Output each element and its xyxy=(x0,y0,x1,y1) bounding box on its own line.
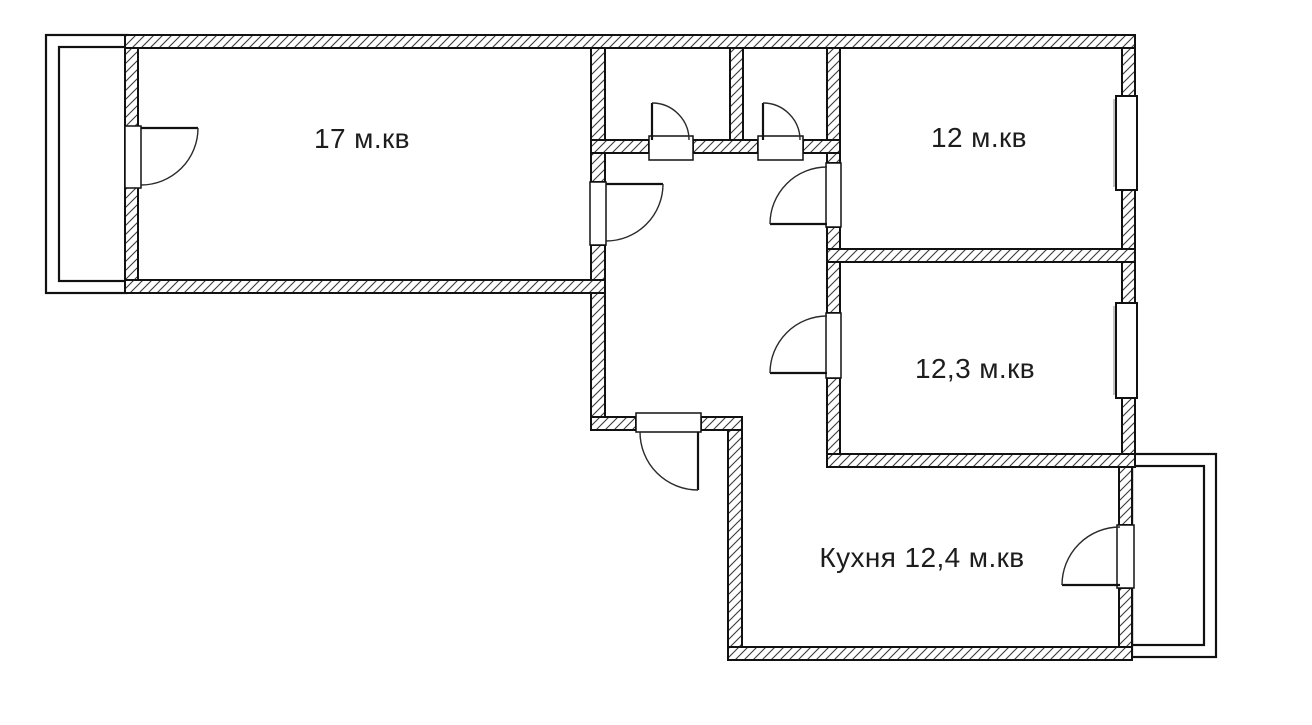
wall-hall-left-upper xyxy=(590,47,606,183)
door-room17-hall xyxy=(589,181,664,246)
door-frame xyxy=(124,125,142,189)
door-swing-arc xyxy=(769,315,828,374)
door-swing-arc xyxy=(1061,526,1121,586)
door-frame xyxy=(648,135,694,161)
door-wc-left xyxy=(648,102,694,161)
door-room17-balcony xyxy=(124,125,199,189)
door-frame xyxy=(635,412,702,433)
balcony-left xyxy=(44,33,131,295)
door-frame xyxy=(589,181,607,246)
door-room12 xyxy=(769,162,842,228)
window-room12-3 xyxy=(1113,302,1138,399)
room-label-12: 12 м.кв xyxy=(931,122,1027,153)
door-swing-arc xyxy=(605,183,664,242)
wall-hall-bottom-left xyxy=(590,416,637,431)
door-kitchen-balcony xyxy=(1061,524,1135,589)
door-frame xyxy=(757,135,804,161)
balcony-right xyxy=(1130,452,1218,659)
wall-right-outer-1 xyxy=(1121,47,1136,98)
wall-wc-bottom-middle xyxy=(692,139,759,154)
door-swing-arc xyxy=(762,102,801,141)
wall-right-outer-3 xyxy=(1121,261,1136,304)
door-frame xyxy=(825,162,842,228)
wall-room17-bottom xyxy=(124,279,606,294)
window-glass xyxy=(1115,95,1138,191)
wall-kitchen-right-lower xyxy=(1118,587,1133,648)
wall-kitchen-bottom xyxy=(727,646,1133,661)
door-swing-arc xyxy=(769,166,828,225)
wall-room12-room123-divider xyxy=(826,248,1136,263)
wall-kitchen-left xyxy=(727,429,743,648)
window-room12 xyxy=(1113,95,1138,191)
wall-hall-left-lower xyxy=(590,244,606,418)
wall-top-outer xyxy=(124,34,1136,49)
wall-right-outer-4 xyxy=(1121,396,1136,455)
wall-hall-bottom-right xyxy=(700,416,743,431)
wall-wc-bottom-left xyxy=(590,139,650,154)
balcony-right-inner-rail xyxy=(1130,464,1206,647)
room-label-17: 17 м.кв xyxy=(314,123,410,154)
door-frame xyxy=(825,312,842,379)
wall-right-outer-2 xyxy=(1121,188,1136,250)
window-glass xyxy=(1115,302,1138,399)
room-label-12-3: 12,3 м.кв xyxy=(914,353,1036,384)
wall-kitchen-right-upper xyxy=(1118,466,1133,526)
wall-wc-bottom-right xyxy=(802,139,841,154)
door-entrance xyxy=(635,412,702,491)
balcony-left-inner-rail xyxy=(57,45,131,283)
door-swing-arc xyxy=(140,127,199,186)
door-swing-arc xyxy=(639,431,699,491)
door-swing-arc xyxy=(651,102,690,141)
door-frame xyxy=(1116,524,1135,589)
room-label-kitchen: Кухня 12,4 м.кв xyxy=(819,542,1025,573)
wall-hall-right-middle xyxy=(826,226,841,314)
door-room12-3 xyxy=(769,312,842,379)
walls xyxy=(124,34,1136,661)
wall-wc-divider xyxy=(729,47,744,141)
door-wc-right xyxy=(757,102,804,161)
wall-room123-kitchen-divider xyxy=(826,453,1136,468)
